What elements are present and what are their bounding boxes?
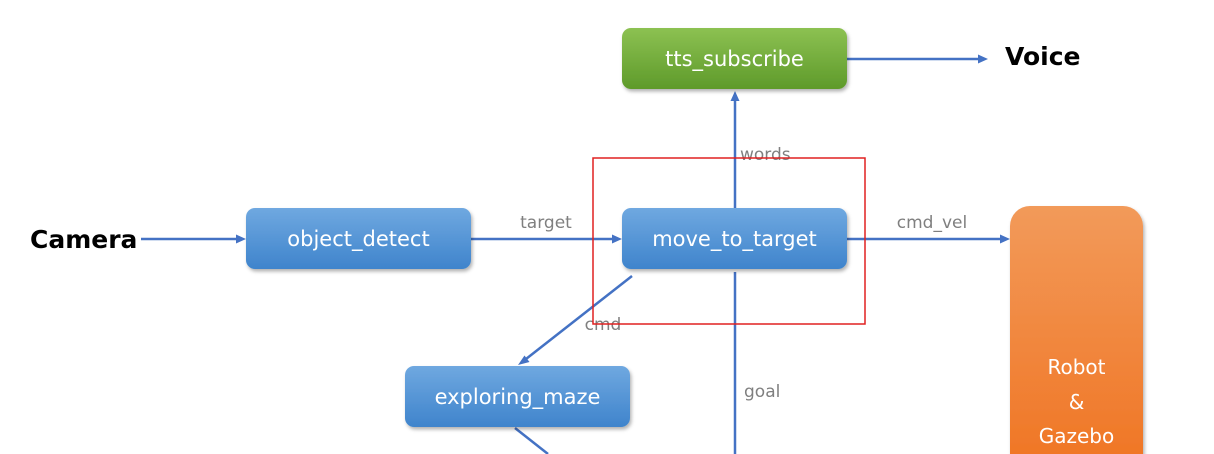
highlight-box [592,157,866,325]
edge-label-cmd-vel: cmd_vel [897,213,967,233]
robot-label-line2: & [1069,390,1085,414]
robot-label-line3: Gazebo [1039,424,1115,448]
object-detect-label: object_detect [287,227,429,252]
edge-label-target: target [520,213,572,233]
edge-label-goal: goal [744,382,780,402]
arrowhead [518,355,530,365]
exploring-maze-label: exploring_maze [435,385,601,410]
edge-exploring-out [514,427,549,454]
exploring-maze-node[interactable] [405,366,630,427]
edge-label-cmd: cmd [585,315,622,335]
edge-label-words: words [740,145,791,165]
tts-subscribe-label: tts_subscribe [665,47,804,72]
edge-cmd [525,275,633,360]
arrowhead [730,91,740,101]
voice-label: Voice [1005,42,1081,71]
object-detect-node[interactable] [246,208,471,269]
move-to-target-node[interactable] [622,208,847,269]
arrowhead [978,54,988,64]
robot-label-line1: Robot [1047,355,1105,379]
camera-label: Camera [30,225,137,254]
arrowhead [236,234,246,244]
tts-subscribe-node[interactable] [622,28,847,89]
move-to-target-label: move_to_target [652,227,817,252]
arrowhead [1000,234,1010,244]
arrowhead [612,234,622,244]
robot-gazebo-node[interactable] [1010,206,1143,454]
